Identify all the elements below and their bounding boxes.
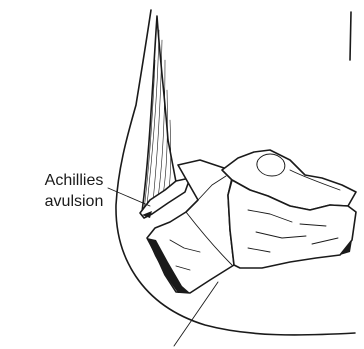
lower-leg-front-outline (350, 12, 351, 60)
avulsion-label: Achillies avulsion (24, 170, 124, 212)
avulsion-label-line1: Achillies (24, 170, 124, 191)
avulsion-label-line2: avulsion (24, 191, 124, 212)
